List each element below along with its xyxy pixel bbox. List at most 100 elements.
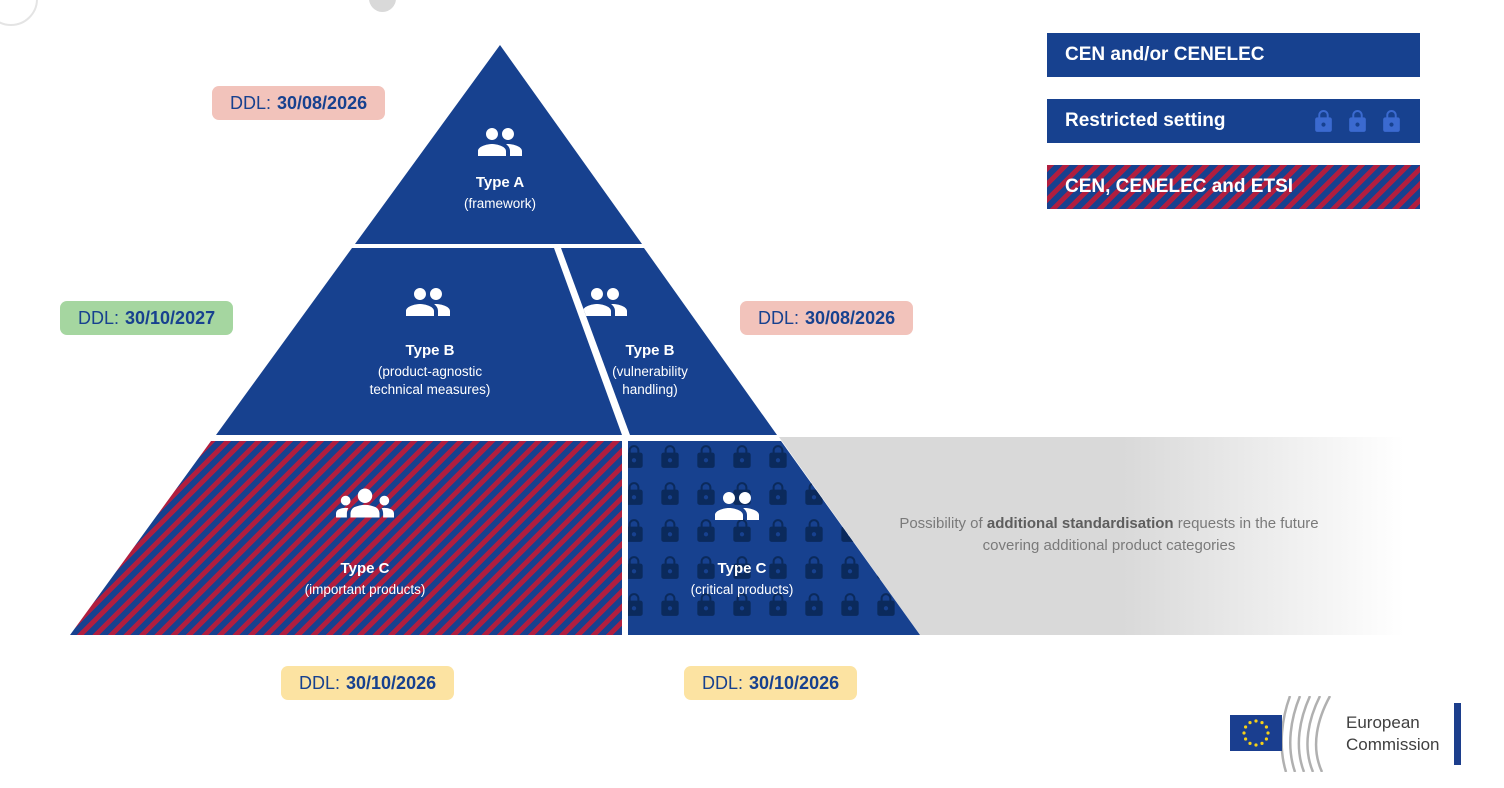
ddl-badge-type-a: DDL:30/08/2026: [212, 86, 386, 120]
ddl-prefix: DDL:: [299, 673, 341, 693]
lock-icon: [841, 593, 859, 616]
ddl-badge-type-c-important: DDL:30/10/2026: [281, 666, 455, 700]
lock-icon: [697, 482, 715, 505]
legend-item-restricted-setting: Restricted setting: [1047, 99, 1420, 143]
legend-label: Restricted setting: [1065, 110, 1226, 131]
lock-icon: [877, 482, 895, 505]
lock-icon: [877, 519, 895, 542]
type-b-product-label-block: Type B (product-agnostic technical measu…: [330, 342, 530, 399]
lock-icon: [661, 593, 679, 616]
lock-icon: [841, 445, 859, 468]
lock-icon: [697, 445, 715, 468]
ddl-prefix: DDL:: [702, 673, 744, 693]
ec-logo-line1: European: [1346, 712, 1420, 732]
lock-icon: [769, 482, 787, 505]
legend-label: CEN, CENELEC and ETSI: [1065, 176, 1294, 197]
lock-icon: [733, 593, 751, 616]
lock-icon: [733, 519, 751, 542]
section-subtitle: handling): [622, 382, 678, 398]
section-title: Type C: [717, 560, 767, 577]
lock-icon: [769, 519, 787, 542]
ec-logo-bar: [1453, 703, 1461, 765]
lock-icon: [697, 519, 715, 542]
note-line2: covering additional product categories: [982, 536, 1236, 554]
type-b-vuln-label-block: Type B (vulnerability handling): [561, 342, 750, 399]
legend-item-cen-cenelec: CEN and/or CENELEC: [1047, 33, 1420, 77]
people-icon: [583, 288, 627, 316]
lock-icon: [805, 482, 823, 505]
lock-icon: [877, 593, 895, 616]
lock-icon: [769, 445, 787, 468]
lock-icon: [733, 445, 751, 468]
lock-icon: [628, 445, 643, 468]
lock-icon: [628, 482, 643, 505]
lock-icon: [805, 593, 823, 616]
lock-icon: [841, 482, 859, 505]
note-bold: additional standardisation: [986, 515, 1174, 532]
ddl-badge-type-c-critical: DDL:30/10/2026: [684, 666, 858, 700]
section-subtitle: (product-agnostic: [377, 364, 483, 379]
lock-icon: [697, 593, 715, 616]
type-c-critical-label-block: Type C (critical products): [642, 560, 842, 599]
legend-lock-icons: [1311, 109, 1404, 134]
lock-icon: [661, 482, 679, 505]
section-title: Type B: [625, 342, 675, 359]
lock-icon: [877, 556, 895, 579]
ec-logo-line2: Commission: [1346, 735, 1440, 754]
lock-icon: [769, 556, 787, 579]
note-pre: Possibility of: [899, 515, 987, 532]
decor-dot: [369, 0, 396, 12]
ddl-date: 30/10/2027: [125, 308, 216, 328]
lock-icon: [1349, 109, 1366, 132]
section-subtitle: (critical products): [690, 582, 794, 597]
lock-icon: [1383, 109, 1400, 132]
ddl-badge-type-b-product: DDL:30/10/2027: [60, 301, 234, 335]
lock-icon: [661, 519, 679, 542]
section-title: Type A: [475, 174, 525, 191]
lock-icon: [661, 556, 679, 579]
lock-icon: [661, 445, 679, 468]
lock-icon: [805, 556, 823, 579]
lock-pattern: [628, 444, 920, 634]
lock-icon: [1315, 109, 1332, 132]
lock-icon: [628, 519, 643, 542]
ec-logo-curves: [1280, 696, 1332, 772]
lock-icon: [697, 556, 715, 579]
ddl-badge-type-b-vuln: DDL:30/08/2026: [740, 301, 914, 335]
lock-icon: [628, 593, 643, 616]
groups-icon: [336, 488, 394, 518]
lock-icon: [733, 556, 751, 579]
eu-flag-stars: [1242, 719, 1270, 747]
lock-icon: [841, 556, 859, 579]
section-subtitle: technical measures): [369, 382, 491, 398]
people-icon: [715, 492, 759, 520]
note-post: requests in the future: [1173, 515, 1319, 532]
lock-icon: [769, 593, 787, 616]
ddl-date: 30/08/2026: [277, 93, 368, 113]
ddl-prefix: DDL:: [758, 308, 800, 328]
lock-icon: [628, 556, 643, 579]
section-subtitle: (important products): [304, 582, 426, 597]
standards-pyramid: Type A (framework) Type B (product-agnos…: [65, 40, 925, 640]
type-c-important-label-block: Type C (important products): [265, 560, 465, 599]
people-icon: [406, 288, 450, 316]
lock-icon: [805, 445, 823, 468]
legend-label: CEN and/or CENELEC: [1065, 44, 1265, 65]
lock-icon: [877, 445, 895, 468]
lock-icon: [805, 519, 823, 542]
ddl-date: 30/08/2026: [805, 308, 896, 328]
decor-ring: [0, 0, 38, 26]
ddl-date: 30/10/2026: [749, 673, 840, 693]
legend: CEN and/or CENELEC Restricted setting CE…: [1047, 33, 1420, 231]
ddl-prefix: DDL:: [78, 308, 120, 328]
people-icon: [478, 128, 522, 156]
note-text: Possibility of additional standardisatio…: [839, 513, 1379, 557]
eu-flag-icon: [1230, 696, 1332, 772]
section-title: Type C: [340, 560, 390, 577]
section-title: Type B: [405, 342, 455, 359]
ec-logo-text: European Commission: [1346, 712, 1440, 756]
section-subtitle: (vulnerability: [612, 364, 688, 379]
ddl-prefix: DDL:: [230, 93, 272, 113]
type-a-label-block: Type A (framework): [400, 174, 600, 213]
